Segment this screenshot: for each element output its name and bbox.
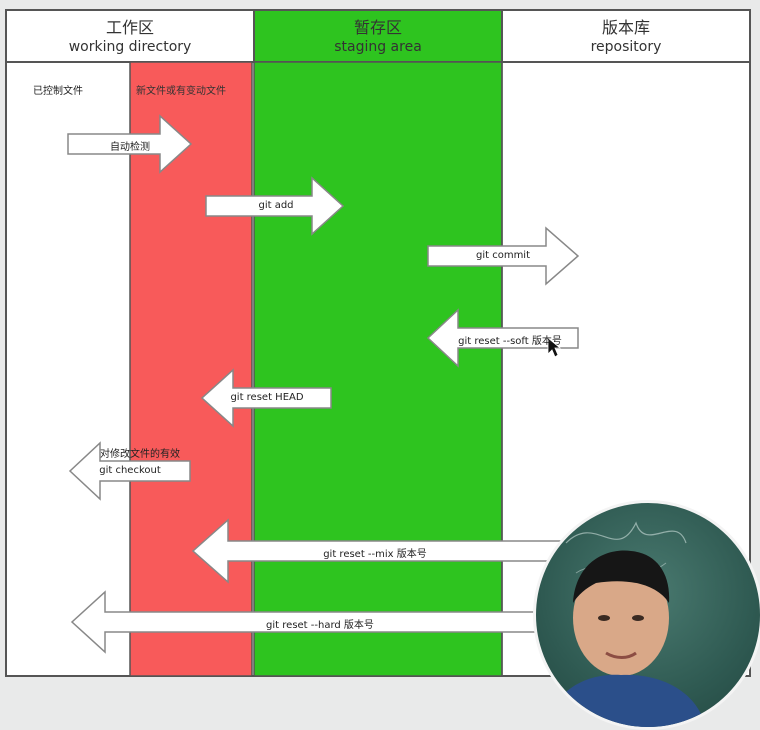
reset-soft-label: git reset --soft 版本号 [458,336,562,347]
mouse-cursor-icon [547,337,562,358]
staging-area-band [253,61,503,677]
arrow-reset-hard [70,590,541,654]
diagram-canvas [5,9,751,677]
repository-title: 版本库 [601,18,650,37]
presenter-webcam [533,500,760,730]
working-directory-subtitle: working directory [68,39,192,55]
reset-mix-label: git reset --mix 版本号 [323,549,427,560]
reset-hard-label: git reset --hard 版本号 [266,620,374,631]
git-commit-label: git commit [475,250,531,261]
arrow-auto-detect [67,114,193,174]
git-workflow-diagram: 工作区 working directory 暂存区 staging area 版… [5,9,760,730]
git-add-label: git add [258,200,294,211]
header-working-directory [5,9,255,63]
staging-area-title: 暂存区 [353,18,402,37]
git-checkout-label: git checkout [99,465,161,476]
new-or-changed-files-label: 新文件或有变动文件 [136,86,226,97]
tracked-files-label: 已控制文件 [33,86,83,97]
reset-head-label: git reset HEAD [230,392,304,403]
header-repository [501,9,751,63]
staging-area-subtitle: staging area [334,39,422,55]
new-changed-files-band [129,61,253,677]
arrow-git-commit [427,226,580,286]
working-directory-title: 工作区 [105,18,154,37]
auto-detect-label: 自动检测 [110,142,150,153]
arrow-git-checkout [68,441,191,501]
arrow-git-add [205,176,345,236]
repository-subtitle: repository [590,39,662,55]
arrow-reset-mix [191,518,561,584]
arrow-reset-head [200,368,332,428]
checkout-note-label: 对修改文件的有效 [100,449,180,460]
presenter-avatar-icon [546,521,706,727]
